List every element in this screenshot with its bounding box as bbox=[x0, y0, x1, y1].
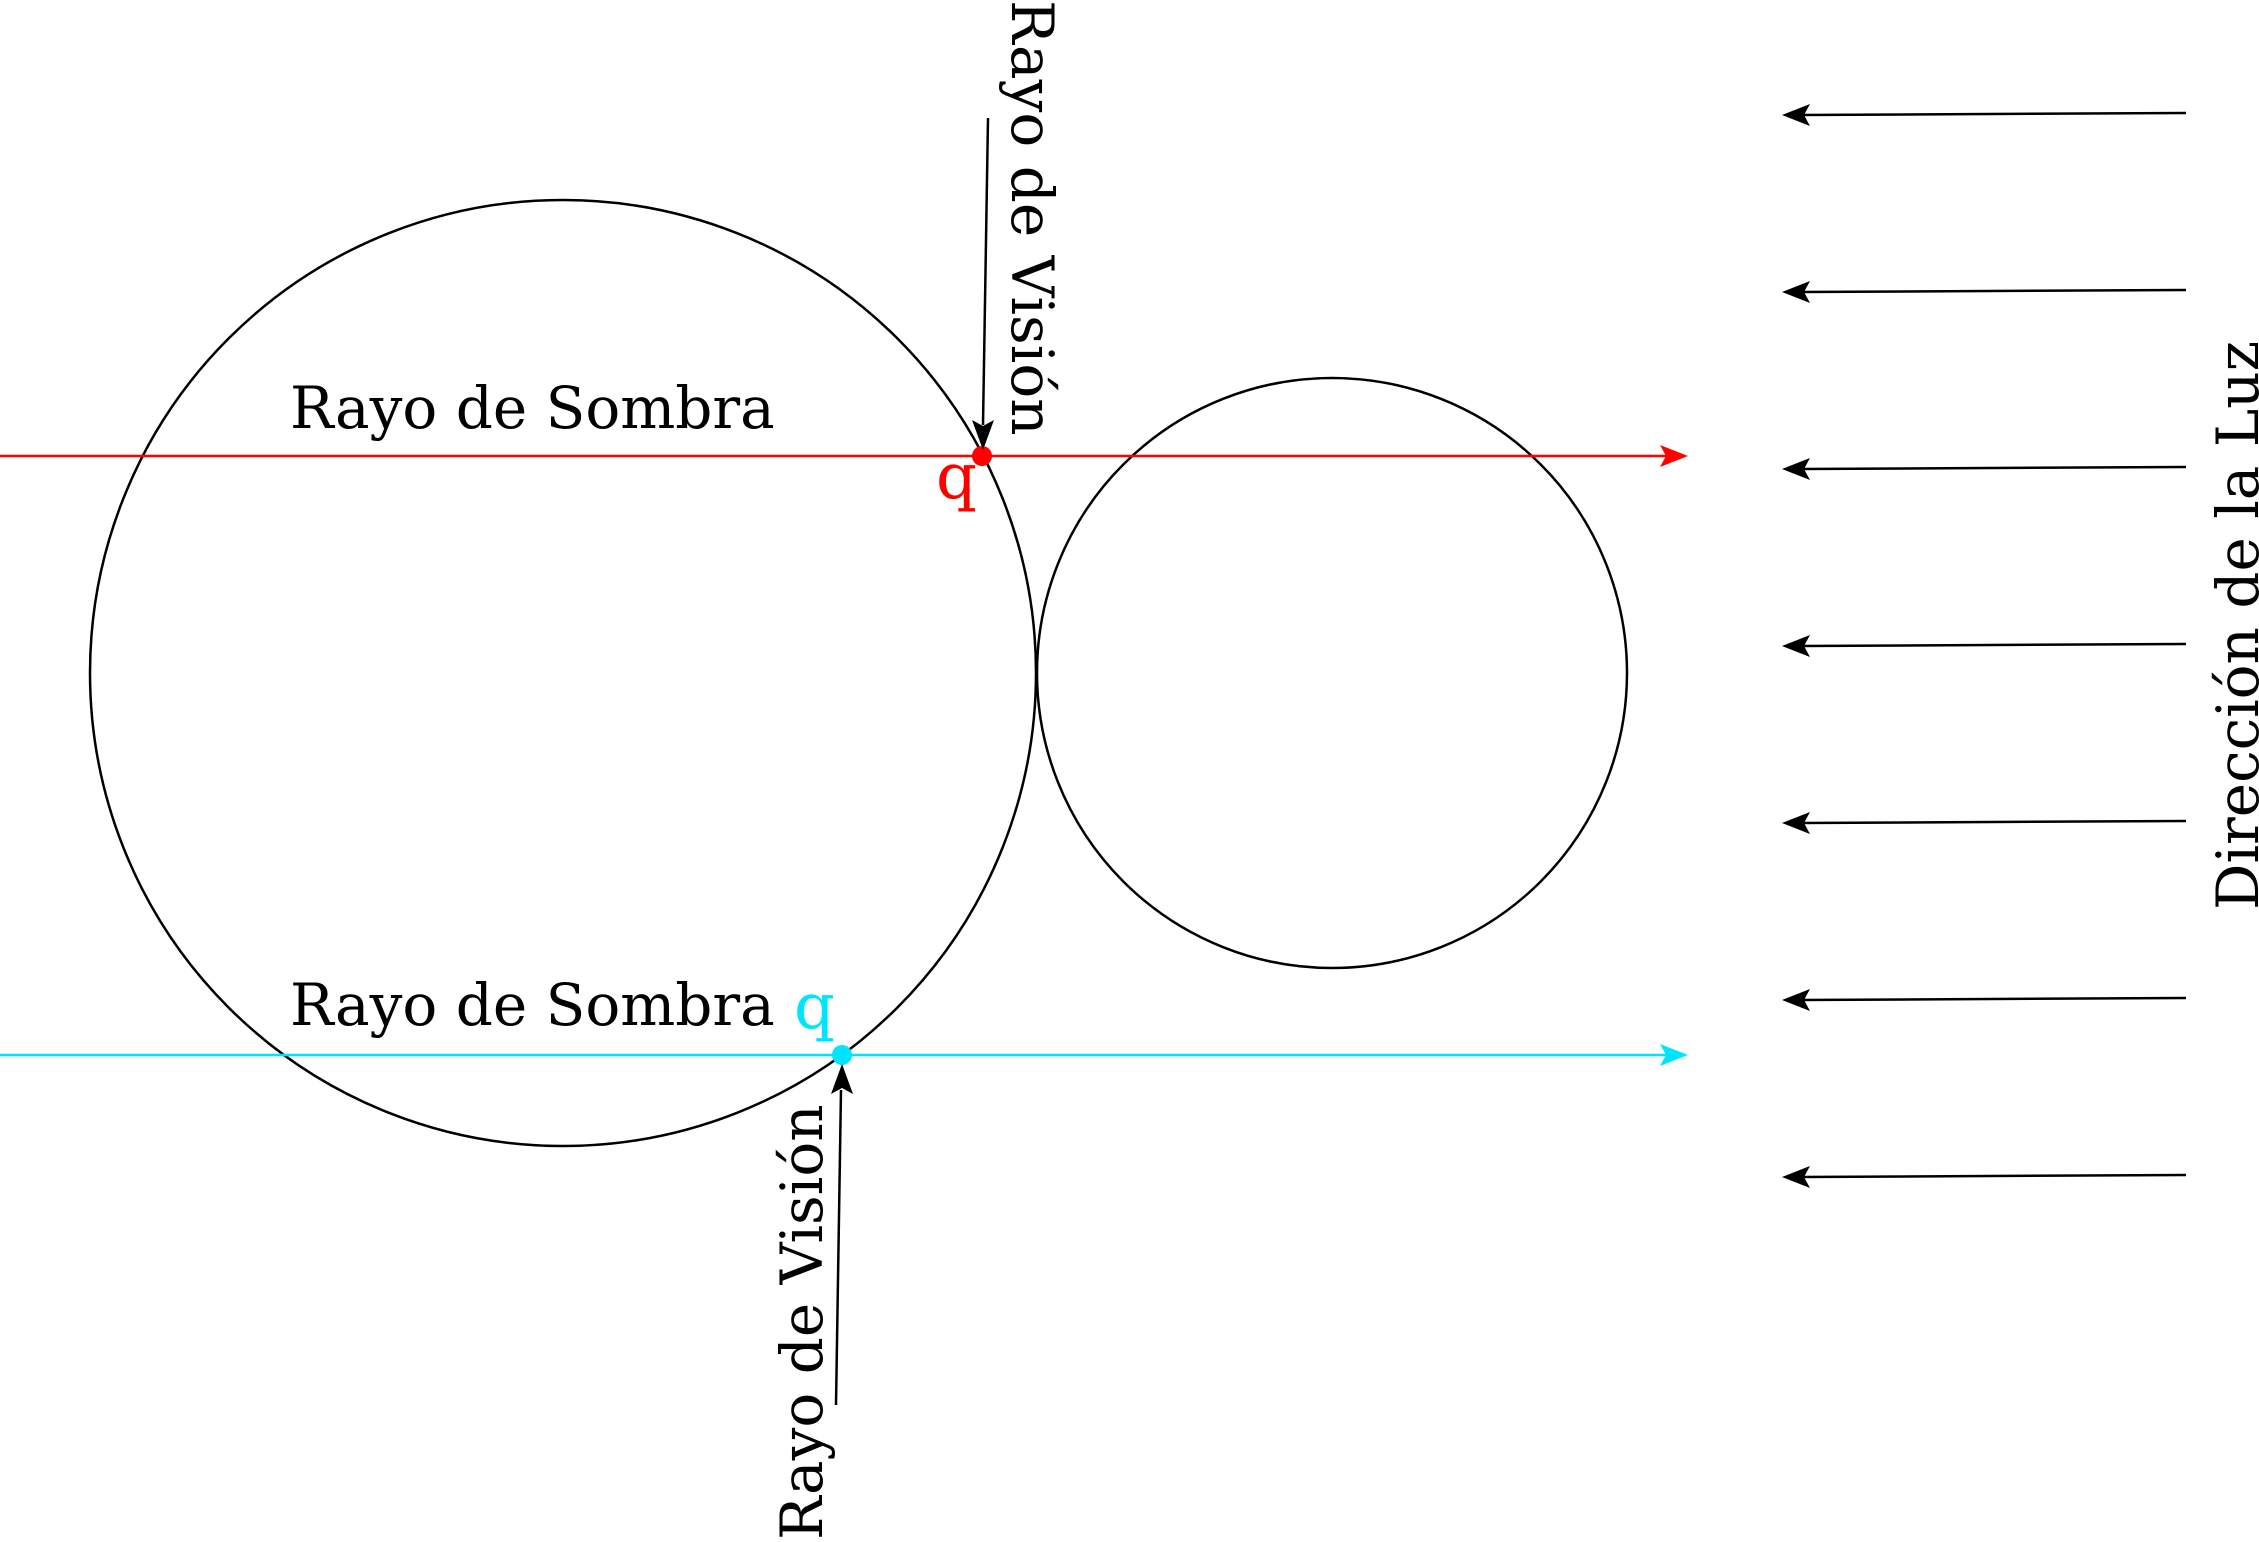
light-arrow-head bbox=[1782, 281, 1810, 303]
light-direction-label: Dirección de la Luz bbox=[2204, 341, 2259, 910]
light-arrow-head bbox=[1782, 104, 1810, 126]
shadow-ray-top-label: Rayo de Sombra bbox=[290, 374, 775, 442]
light-arrow-line bbox=[1799, 111, 2187, 117]
point-q-bottom-label: q bbox=[794, 970, 835, 1044]
light-arrow-head bbox=[1782, 458, 1810, 480]
light-arrow-head bbox=[1782, 812, 1810, 834]
point-q-top-label: q bbox=[936, 440, 977, 514]
shadow-ray-top-arrowhead bbox=[1660, 445, 1688, 467]
light-arrow-line bbox=[1799, 819, 2187, 825]
light-arrow-line bbox=[1799, 1173, 2187, 1179]
view-ray-top-arrowhead bbox=[972, 420, 994, 450]
shadow-ray-bottom-label: Rayo de Sombra bbox=[290, 971, 775, 1039]
view-ray-bottom-line bbox=[834, 1089, 843, 1406]
view-ray-bottom-arrowhead bbox=[831, 1064, 853, 1094]
light-arrow-head bbox=[1782, 989, 1810, 1011]
light-arrow-head bbox=[1782, 635, 1810, 657]
view-ray-top-label: Rayo de Visión bbox=[998, 0, 1066, 436]
light-arrow-line bbox=[1799, 996, 2187, 1002]
view-ray-bottom-label: Rayo de Visión bbox=[768, 1104, 836, 1540]
light-arrow-line bbox=[1799, 465, 2187, 471]
view-ray-top-line bbox=[981, 117, 990, 426]
point-q-top-marker bbox=[972, 446, 992, 466]
light-arrow-head bbox=[1782, 1166, 1810, 1188]
point-q-bottom-marker bbox=[832, 1045, 852, 1065]
light-direction-arrows bbox=[1782, 104, 2187, 1188]
small-sphere bbox=[1035, 376, 1629, 970]
shadow-ray-bottom-arrowhead bbox=[1660, 1044, 1688, 1066]
light-arrow-line bbox=[1799, 642, 2187, 648]
light-arrow-line bbox=[1799, 288, 2187, 294]
